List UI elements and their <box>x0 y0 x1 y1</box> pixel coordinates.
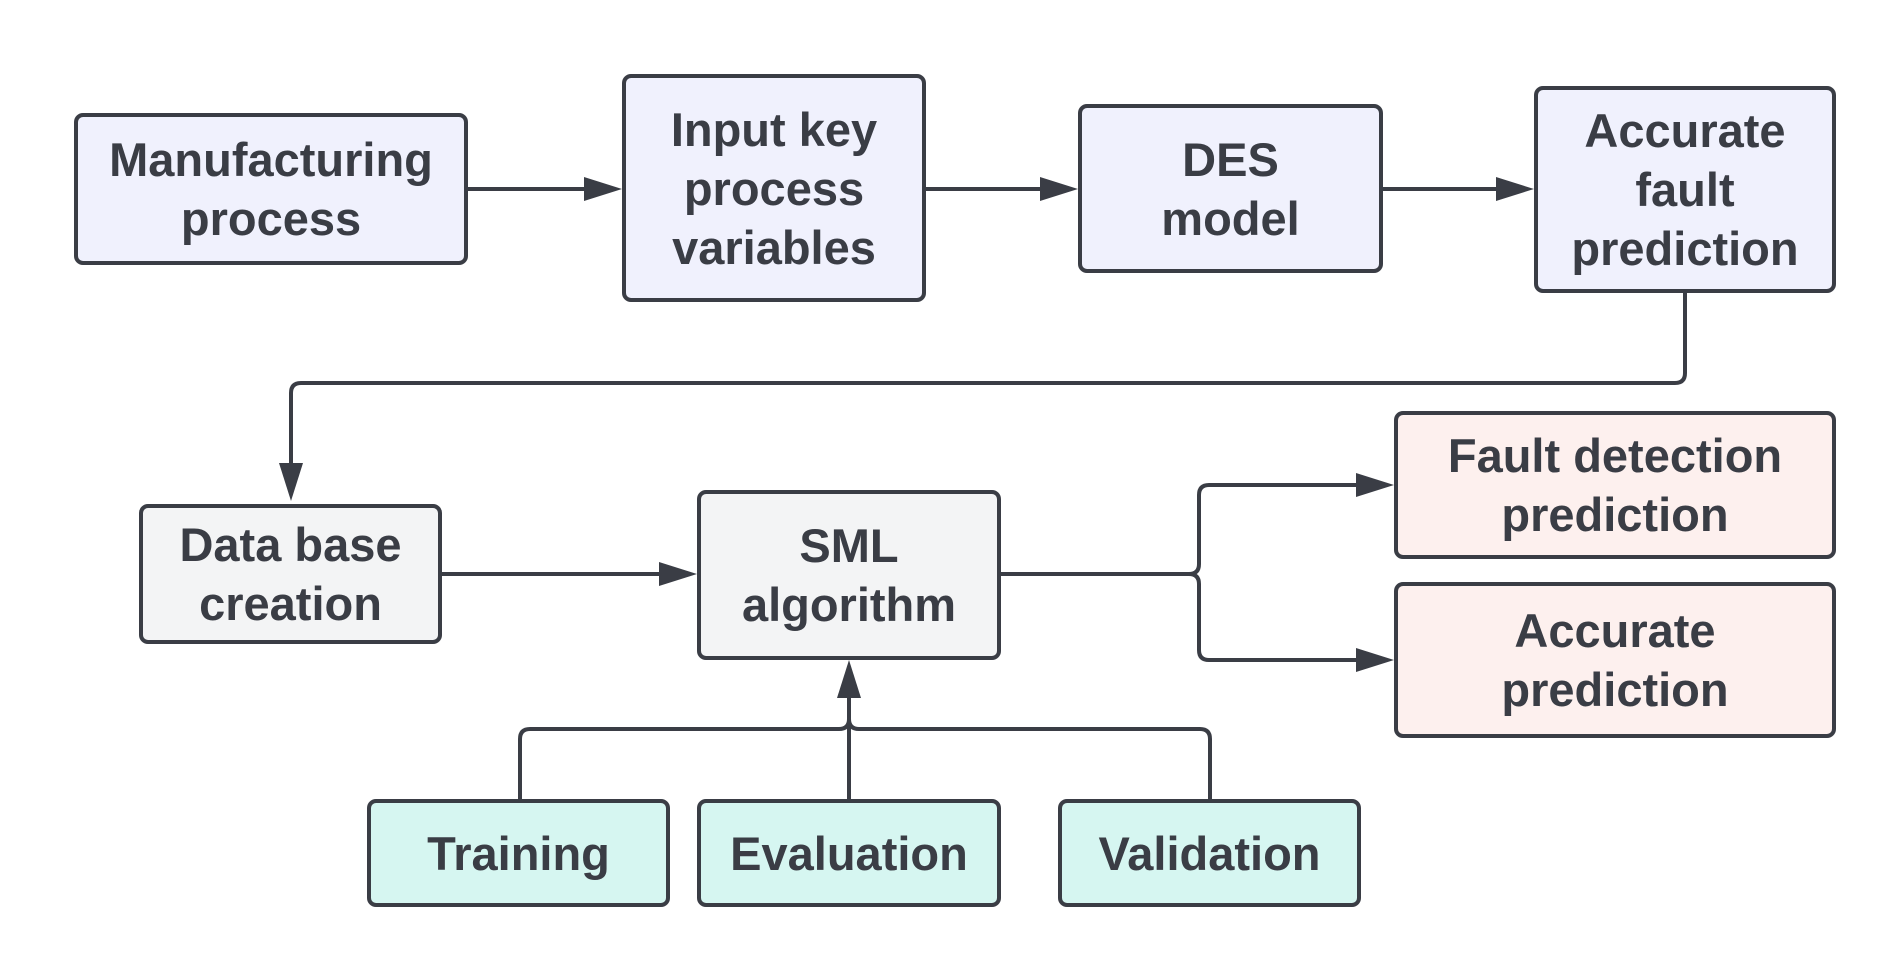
node-sml-algorithm: SML algorithm <box>697 490 1001 660</box>
node-label-evaluation: Evaluation <box>730 826 968 880</box>
arrowhead-accurate-prediction <box>1356 648 1394 672</box>
node-label-validation: Validation <box>1098 826 1321 880</box>
node-label-fault-detection-prediction: Fault detection prediction <box>1447 429 1783 541</box>
node-accurate-prediction: Accurate prediction <box>1394 582 1836 738</box>
node-manufacturing-process: Manufacturing process <box>74 113 468 265</box>
node-validation: Validation <box>1058 799 1361 907</box>
node-input-key-process-variables: Input key process variables <box>622 74 926 302</box>
node-label-accurate-prediction: Accurate prediction <box>1501 604 1729 716</box>
node-label-manufacturing-process: Manufacturing process <box>109 133 433 245</box>
arrowhead-input <box>584 177 622 201</box>
arrowhead-sml-inputs <box>837 660 861 698</box>
edge-sml-to-fault-detection <box>1001 483 1364 576</box>
node-fault-detection-prediction: Fault detection prediction <box>1394 411 1836 559</box>
edge-validation-to-sml <box>847 718 1212 799</box>
node-label-training: Training <box>427 826 610 880</box>
arrowhead-fault-detection <box>1356 473 1394 497</box>
node-evaluation: Evaluation <box>697 799 1001 907</box>
edge-sml-to-accurate-prediction <box>1188 572 1364 662</box>
node-accurate-fault-prediction: Accurate fault prediction <box>1534 86 1836 293</box>
arrowhead-sml <box>659 562 697 586</box>
node-label-accurate-fault-prediction: Accurate fault prediction <box>1571 104 1799 275</box>
edge-accurate-fault-to-database <box>289 293 1687 470</box>
node-label-des-model: DES model <box>1161 132 1300 245</box>
arrowhead-accurate-fault <box>1496 177 1534 201</box>
arrowhead-des <box>1040 177 1078 201</box>
arrowhead-database <box>279 463 303 501</box>
node-label-sml-algorithm: SML algorithm <box>741 519 957 631</box>
node-training: Training <box>367 799 670 907</box>
edge-training-to-sml <box>518 718 851 799</box>
node-label-input-key-process-variables: Input key process variables <box>670 102 878 274</box>
node-des-model: DES model <box>1078 104 1383 273</box>
node-data-base-creation: Data base creation <box>139 504 442 644</box>
node-label-data-base-creation: Data base creation <box>179 518 402 630</box>
